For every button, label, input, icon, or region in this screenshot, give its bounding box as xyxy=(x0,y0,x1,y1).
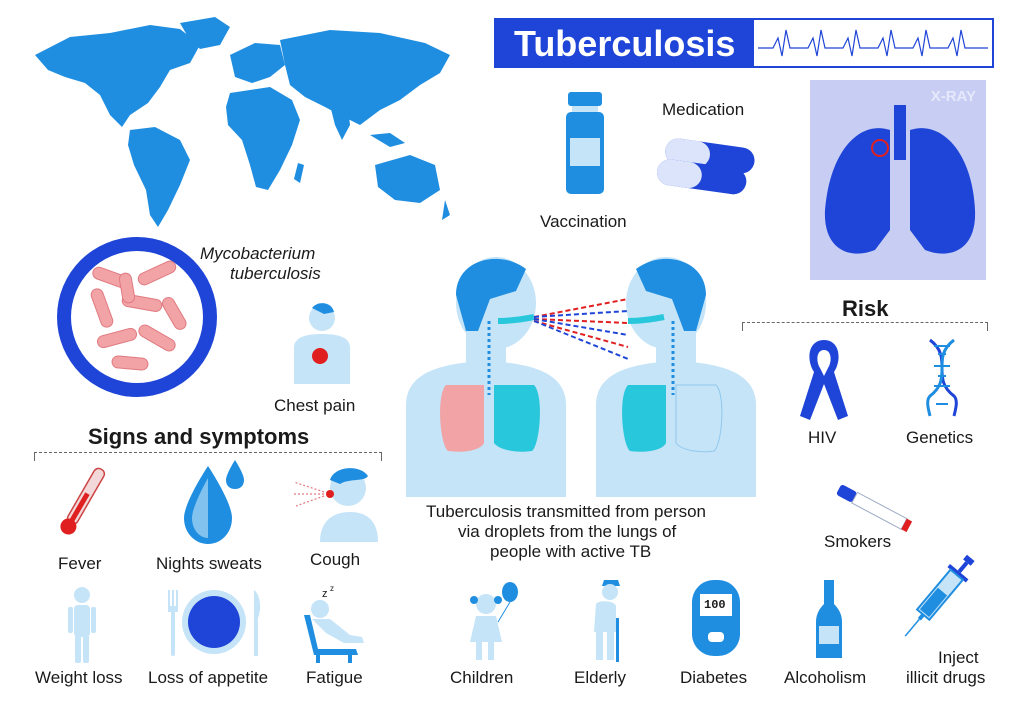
tired-person-icon: z z xyxy=(304,585,364,663)
dna-icon xyxy=(926,338,958,417)
fever-label: Fever xyxy=(58,554,102,573)
sweat-drops-icon xyxy=(184,460,244,544)
ecg-line-icon xyxy=(758,29,988,57)
thermometer-icon xyxy=(60,467,106,535)
vaccine-vial-icon xyxy=(566,92,604,194)
fatigue-label: Fatigue xyxy=(306,668,363,687)
bacterium-petri-icon xyxy=(57,237,217,397)
risk-divider xyxy=(742,322,988,331)
page-title: Tuberculosis xyxy=(514,23,736,64)
xray-label: X-RAY xyxy=(930,88,976,105)
children-label: Children xyxy=(450,668,514,687)
loss-appetite-label: Loss of appetite xyxy=(148,668,269,687)
vaccination-label: Vaccination xyxy=(540,212,627,231)
weight-loss-label: Weight loss xyxy=(35,668,123,687)
transmission-illustration-icon xyxy=(406,257,756,497)
transmission-line3: people with active TB xyxy=(490,542,652,561)
plate-cutlery-icon xyxy=(168,590,261,656)
risk-title: Risk xyxy=(842,296,889,321)
transmission-line1: Tuberculosis transmitted from person xyxy=(426,502,706,521)
inject-label-line1: Inject xyxy=(938,648,979,667)
bottle-icon xyxy=(816,580,842,658)
chest-pain-label: Chest pain xyxy=(274,396,356,415)
signs-symptoms-title: Signs and symptoms xyxy=(88,424,310,449)
xray-panel: X-RAY xyxy=(810,80,986,280)
pills-icon xyxy=(656,138,755,195)
cough-label: Cough xyxy=(310,550,361,569)
smokers-label: Smokers xyxy=(824,532,892,551)
cigarette-icon xyxy=(836,484,913,532)
world-map-icon xyxy=(35,17,450,227)
alcoholism-label: Alcoholism xyxy=(784,668,867,687)
hiv-label: HIV xyxy=(808,428,837,447)
medication-label: Medication xyxy=(662,100,745,119)
glucometer-reading: 100 xyxy=(704,598,726,612)
glucometer-icon xyxy=(692,580,740,656)
child-balloon-icon xyxy=(470,582,518,660)
syringe-icon xyxy=(904,554,975,637)
thin-person-icon xyxy=(68,587,96,663)
bacterium-label-line2: tuberculosis xyxy=(230,264,321,283)
chest-pain-person-icon xyxy=(294,303,350,384)
xray-lungs-icon xyxy=(824,105,976,254)
svg-text:z: z xyxy=(322,588,328,600)
elderly-label: Elderly xyxy=(574,668,626,687)
elderly-person-icon xyxy=(594,580,620,662)
diabetes-label: Diabetes xyxy=(680,668,748,687)
cough-person-icon xyxy=(292,468,378,542)
inject-label-line2: illicit drugs xyxy=(906,668,986,687)
signs-divider xyxy=(34,452,382,461)
transmission-line2: via droplets from the lungs of xyxy=(458,522,677,541)
svg-text:z: z xyxy=(330,585,334,593)
hiv-ribbon-icon xyxy=(800,340,848,420)
bacterium-label-line1: Mycobacterium xyxy=(200,244,316,263)
night-sweats-label: Nights sweats xyxy=(156,554,262,573)
genetics-label: Genetics xyxy=(906,428,974,447)
title-banner: Tuberculosis xyxy=(494,18,994,68)
